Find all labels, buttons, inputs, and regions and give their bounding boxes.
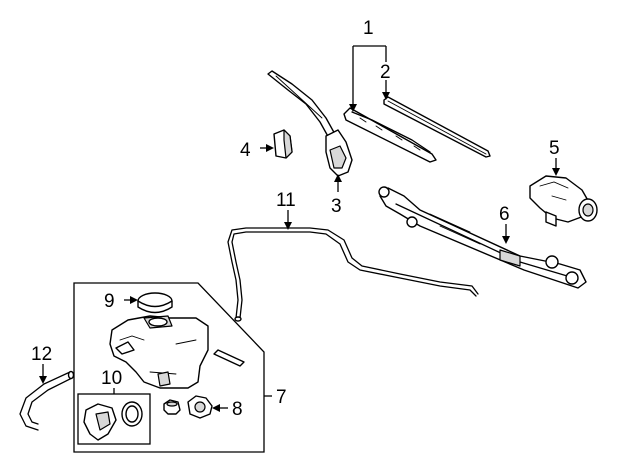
wiper-linkage xyxy=(378,186,587,289)
callout-1: 1 xyxy=(363,18,374,39)
wiper-arm xyxy=(267,70,353,177)
callout-6: 6 xyxy=(499,204,510,225)
wiper-blade-insert xyxy=(383,96,491,158)
washer-pump xyxy=(83,401,143,441)
grommet xyxy=(163,399,181,415)
callout-11: 11 xyxy=(276,190,296,211)
callout-2: 2 xyxy=(380,62,391,83)
reservoir-cap xyxy=(137,292,173,314)
callout-3: 3 xyxy=(331,196,342,217)
pump-grommet xyxy=(187,395,213,419)
washer-reservoir xyxy=(109,315,209,389)
callout-10: 10 xyxy=(101,368,122,389)
callout-4: 4 xyxy=(240,140,251,161)
callout-9: 9 xyxy=(104,291,115,312)
arm-cap xyxy=(273,129,293,159)
reservoir-group-frame xyxy=(73,282,265,453)
callout-7: 7 xyxy=(276,387,287,408)
wiper-blade xyxy=(343,107,437,163)
callout-8: 8 xyxy=(232,399,243,420)
reservoir-hose xyxy=(19,370,75,431)
callout-12: 12 xyxy=(31,344,52,365)
reservoir-strap xyxy=(213,349,245,367)
callout-5: 5 xyxy=(549,138,560,159)
washer-hose xyxy=(227,227,479,322)
wiper-motor xyxy=(529,175,598,227)
